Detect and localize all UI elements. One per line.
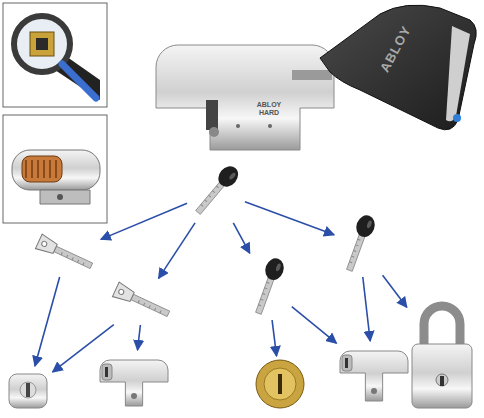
icon-drawing	[338, 343, 410, 405]
icon-drawing	[254, 358, 306, 410]
lock-icon	[254, 358, 306, 410]
cutaway-inset	[3, 115, 107, 223]
arrow-connector	[138, 325, 141, 350]
lock-icon	[408, 296, 476, 412]
arrow-connector	[101, 203, 187, 239]
arrow-connector	[159, 223, 195, 278]
arrow-connector	[233, 223, 249, 253]
arrow-connector	[272, 320, 276, 356]
arrow-connector	[292, 307, 337, 344]
key-icon	[336, 212, 382, 276]
arrow-connector	[383, 275, 407, 307]
key-icon	[188, 160, 244, 222]
arrow-connector	[363, 277, 370, 341]
icon-drawing	[33, 232, 99, 276]
icon-drawing	[188, 160, 244, 222]
arrow-connector	[35, 277, 60, 366]
icon-drawing	[5, 368, 51, 414]
icon-drawing	[245, 255, 291, 319]
cylinder-label: ABLOY HARD	[252, 101, 286, 116]
key-icon	[245, 255, 291, 319]
lock-icon	[338, 343, 410, 405]
chip-inset	[3, 3, 107, 107]
icon-drawing	[408, 296, 476, 412]
arrow-connector	[245, 202, 334, 235]
key-icon	[110, 280, 176, 324]
icon-drawing	[336, 212, 382, 276]
cylinder-with-key	[156, 5, 476, 150]
lock-icon	[5, 368, 51, 414]
icon-drawing	[110, 280, 176, 324]
icon-drawing	[98, 352, 170, 410]
key-icon	[33, 232, 99, 276]
lock-icon	[98, 352, 170, 410]
